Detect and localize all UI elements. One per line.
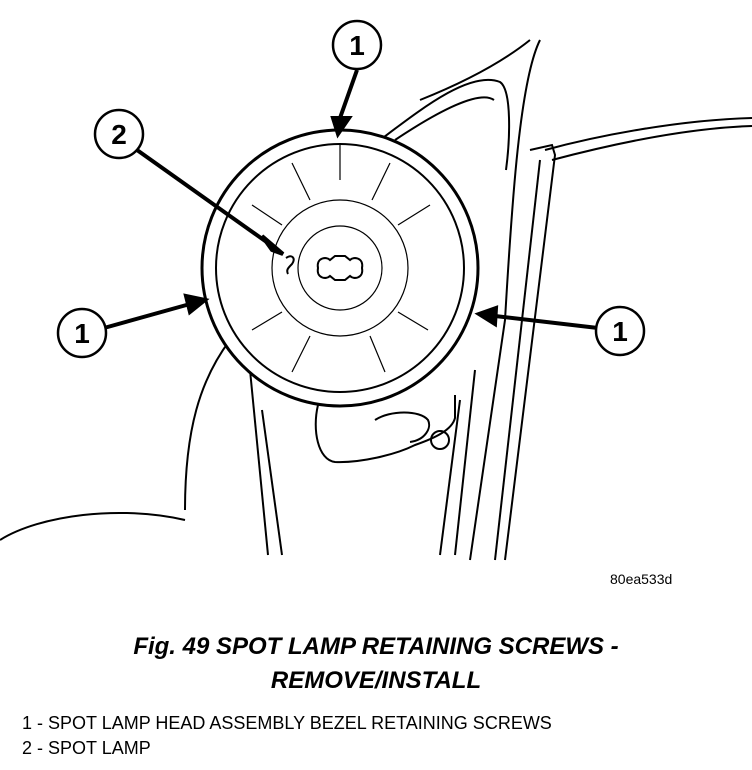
roof-line-2 xyxy=(551,125,752,161)
arrowhead-right xyxy=(474,305,499,328)
vertical-door-line-2 xyxy=(454,369,476,556)
legend-item-1: 1 - SPOT LAMP HEAD ASSEMBLY BEZEL RETAIN… xyxy=(22,713,552,733)
door-trim-strip-inner xyxy=(494,159,541,561)
figure-code: 80ea533d xyxy=(610,571,673,587)
vertical-door-line xyxy=(439,399,461,556)
leader-top xyxy=(338,69,359,119)
window-frame-curve xyxy=(379,78,511,171)
window-frame-curve-2 xyxy=(394,96,495,141)
pillar-outline-inner xyxy=(419,39,531,101)
caption-line-1: Fig. 49 SPOT LAMP RETAINING SCREWS - xyxy=(133,633,619,660)
door-trim-strip xyxy=(504,143,557,561)
spot-lamp-diagram: 1 2 1 1 xyxy=(0,19,752,561)
callout-spot-lamp: 2 xyxy=(93,108,145,160)
lamp-bracket-knob xyxy=(374,411,430,443)
callout-left: 1 xyxy=(56,307,108,359)
body-line-left-2 xyxy=(249,369,269,556)
legend: 1 - SPOT LAMP HEAD ASSEMBLY BEZEL RETAIN… xyxy=(22,711,552,761)
body-line-left xyxy=(184,339,231,511)
lamp-filament-mark xyxy=(285,255,295,275)
bracket-bolt xyxy=(430,430,450,450)
callout-right: 1 xyxy=(594,305,646,357)
callout-right-label: 1 xyxy=(612,316,628,347)
callout-left-label: 1 xyxy=(74,318,90,349)
arrowhead-spot-lamp xyxy=(260,234,285,256)
leader-left xyxy=(103,302,191,330)
pillar-outline-outer xyxy=(469,39,541,561)
arrowhead-left xyxy=(183,293,210,316)
leader-spot-lamp xyxy=(135,148,270,245)
fender-curve xyxy=(0,512,186,541)
body-line-mid xyxy=(261,409,283,556)
callout-top: 1 xyxy=(331,19,383,71)
roof-line xyxy=(544,117,752,151)
legend-item-2: 2 - SPOT LAMP xyxy=(22,738,151,758)
leader-right xyxy=(494,314,599,330)
spot-lamp-head xyxy=(200,128,480,408)
lamp-center-mount xyxy=(316,255,364,281)
callout-spot-lamp-label: 2 xyxy=(111,119,127,150)
arrowhead-top xyxy=(330,116,353,139)
caption-line-2: REMOVE/INSTALL xyxy=(270,667,482,694)
callout-top-label: 1 xyxy=(349,30,365,61)
figure-caption: Fig. 49 SPOT LAMP RETAINING SCREWS - REM… xyxy=(0,630,752,698)
